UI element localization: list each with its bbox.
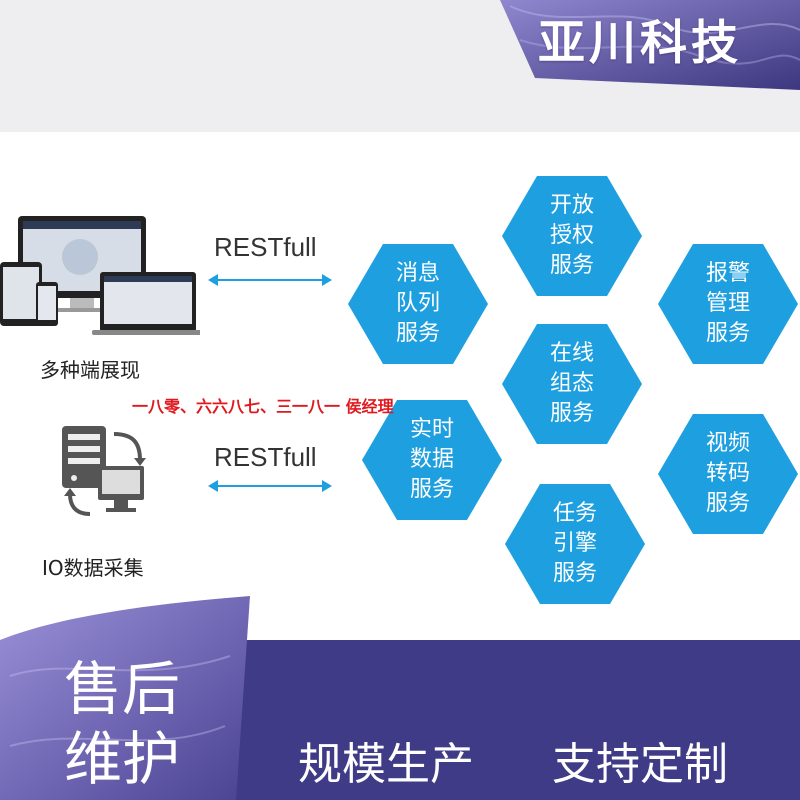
- io-collection-icon: [60, 424, 152, 524]
- hex-open-auth-service: 开放 授权 服务: [502, 176, 642, 296]
- hex-label: 任务 引擎 服务: [552, 501, 597, 586]
- hex-label: 报警 管理 服务: [705, 261, 750, 346]
- devices-arrow-icon: [208, 272, 332, 291]
- hex-realtime-data-service: 实时 数据 服务: [362, 400, 502, 520]
- hex-label: 在线 组态 服务: [549, 341, 594, 426]
- hex-label: 开放 授权 服务: [549, 193, 594, 278]
- hex-label: 视频 转码 服务: [705, 431, 750, 516]
- hex-label: 消息 队列 服务: [395, 261, 440, 346]
- slogan-mass-production: 规模生产: [298, 739, 474, 790]
- brand-banner: [500, 0, 800, 90]
- hex-video-transcode-service: 视频 转码 服务: [658, 414, 798, 534]
- after-sales-badge: [0, 596, 270, 800]
- devices-restfull-label: RESTfull: [214, 232, 317, 262]
- after-sales-text: 售后 维护: [64, 655, 181, 793]
- hex-label: 实时 数据 服务: [409, 417, 454, 502]
- contact-note: 一八零、六六八七、三一八一 侯经理: [132, 397, 394, 416]
- io-arrow-icon: [208, 478, 332, 497]
- slogan-customization: 支持定制: [552, 739, 728, 790]
- hex-alarm-service: 报警 管理 服务: [658, 244, 798, 364]
- multi-device-icon: [0, 212, 204, 340]
- io-restfull-label: RESTfull: [214, 442, 317, 472]
- io-caption: IO数据采集: [42, 556, 144, 580]
- hex-message-queue-service: 消息 队列 服务: [348, 244, 488, 364]
- devices-caption: 多种端展现: [40, 358, 140, 382]
- hex-online-config-service: 在线 组态 服务: [502, 324, 642, 444]
- hex-task-engine-service: 任务 引擎 服务: [505, 484, 645, 604]
- brand-name: 亚川科技: [538, 16, 742, 71]
